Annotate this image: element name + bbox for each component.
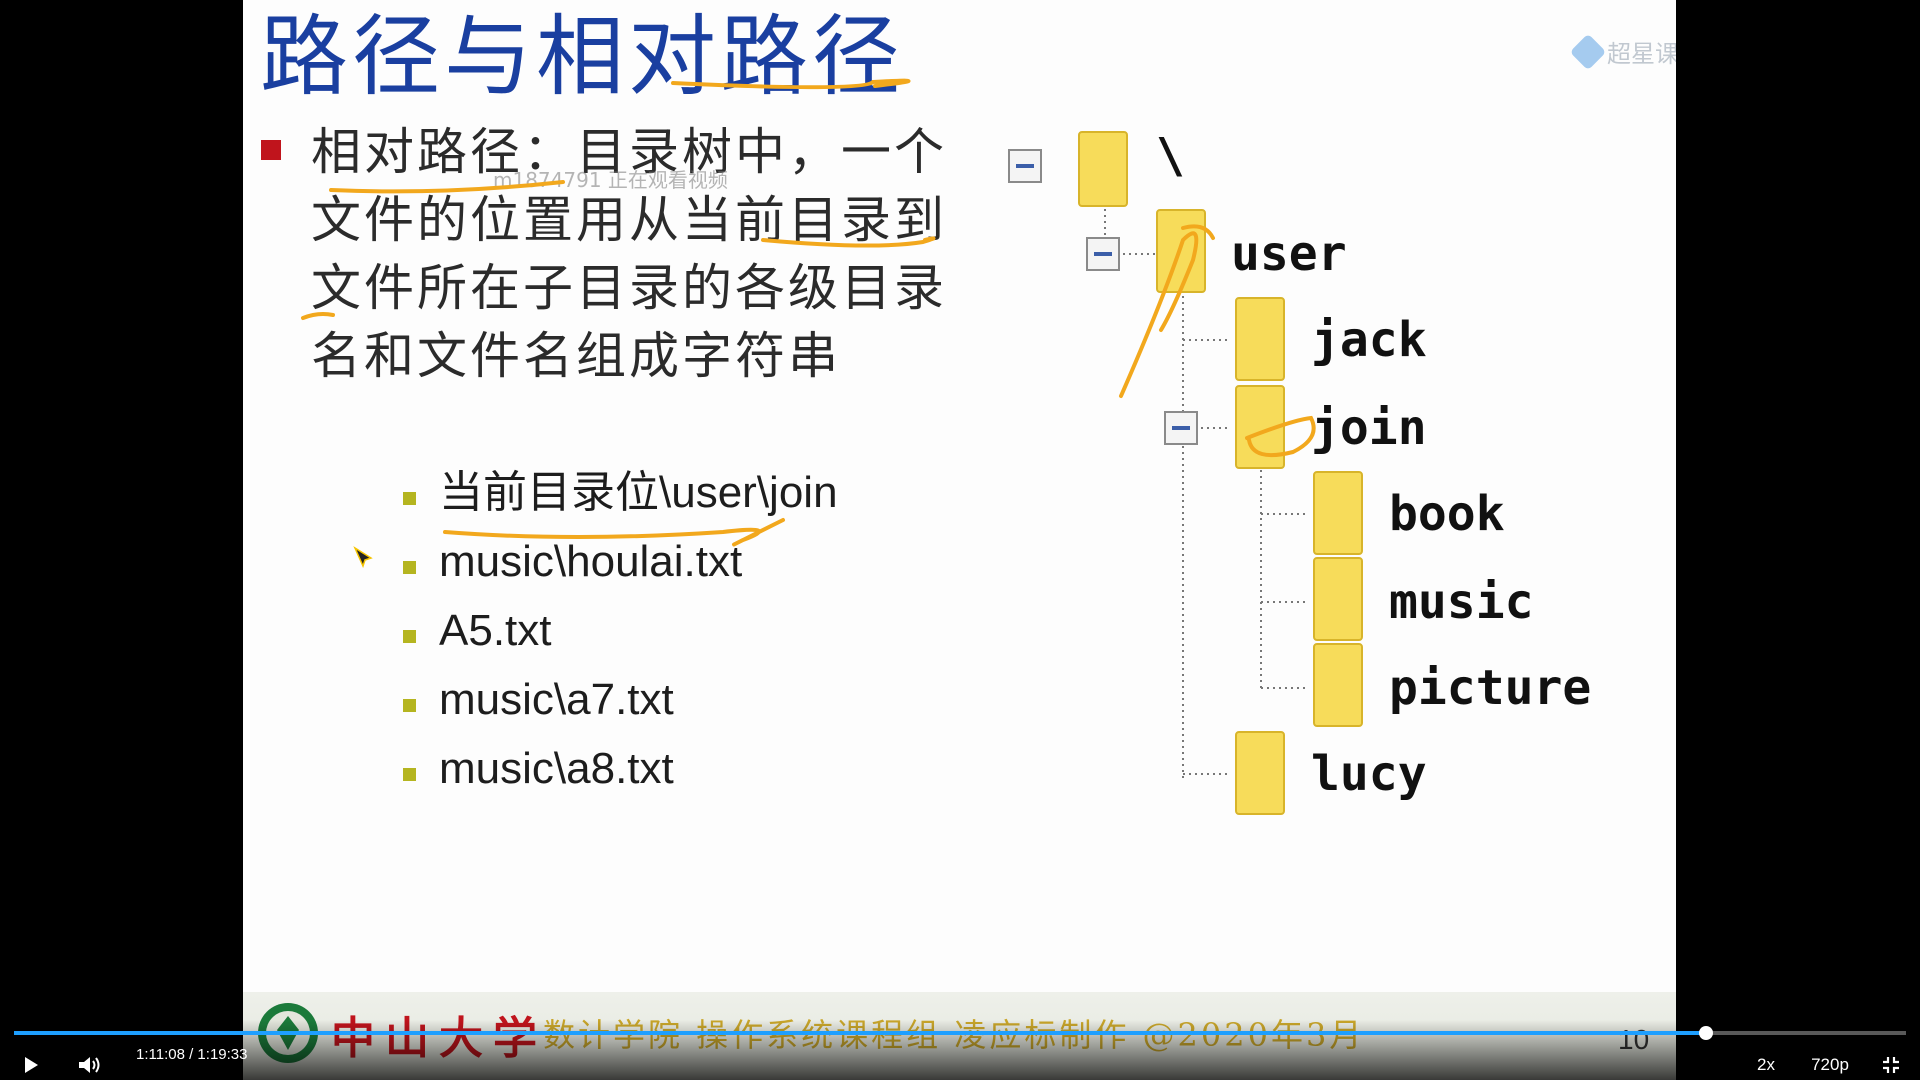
collapse-toggle-user[interactable]: [1086, 237, 1120, 271]
exit-fullscreen-icon: [1883, 1057, 1899, 1073]
watermark-logo: 超星课堂: [1569, 33, 1676, 70]
progress-bar[interactable]: [14, 1026, 1906, 1040]
watermark-logo-text: 超星课堂: [1607, 40, 1676, 68]
collapse-toggle-root[interactable]: [1008, 149, 1042, 183]
quality-button[interactable]: 720p: [1811, 1055, 1849, 1074]
tree-node-book: book: [1389, 486, 1505, 542]
pen-cursor-icon: [353, 546, 373, 568]
tree-node-root: \: [1156, 128, 1185, 184]
folder-icon: [1078, 131, 1128, 207]
progress-thumb[interactable]: [1698, 1026, 1713, 1040]
play-button[interactable]: [16, 1050, 46, 1080]
tree-node-music: music: [1389, 574, 1534, 630]
volume-button[interactable]: [74, 1050, 106, 1080]
slide: 路径与相对路径 超星课堂 相对路径：目录树中，一个文件的位置用从当前目录到文件所…: [243, 0, 1676, 1080]
progress-fill: [14, 1031, 1706, 1035]
play-icon: [25, 1057, 38, 1073]
list-item: music\a8.txt: [403, 738, 838, 807]
folder-icon: [1313, 471, 1363, 555]
volume-icon: [79, 1057, 100, 1073]
folder-icon: [1235, 731, 1285, 815]
tree-node-picture: picture: [1389, 660, 1592, 716]
folder-icon: [1235, 385, 1285, 469]
tree-node-lucy: lucy: [1311, 746, 1427, 802]
folder-icon: [1235, 297, 1285, 381]
player-controls: [0, 1020, 1920, 1080]
list-item: 当前目录位\user\join: [403, 462, 838, 531]
folder-icon: [1313, 643, 1363, 727]
time-display: 1:11:08 / 1:19:33: [136, 1046, 248, 1063]
exit-fullscreen-button[interactable]: [1876, 1050, 1906, 1080]
folder-icon: [1313, 557, 1363, 641]
speed-button[interactable]: 2x: [1757, 1055, 1775, 1074]
slide-title: 路径与相对路径: [260, 5, 905, 108]
tree-node-jack: jack: [1311, 312, 1427, 368]
collapse-toggle-join[interactable]: [1164, 411, 1198, 445]
bullet-square-icon: [261, 140, 281, 160]
tree-node-join: join: [1311, 400, 1427, 456]
list-item: music\a7.txt: [403, 669, 838, 738]
tree-node-user: user: [1231, 226, 1347, 282]
folder-icon: [1156, 209, 1206, 293]
example-list: 当前目录位\user\join music\houlai.txt A5.txt …: [403, 462, 838, 807]
list-item: A5.txt: [403, 600, 838, 669]
